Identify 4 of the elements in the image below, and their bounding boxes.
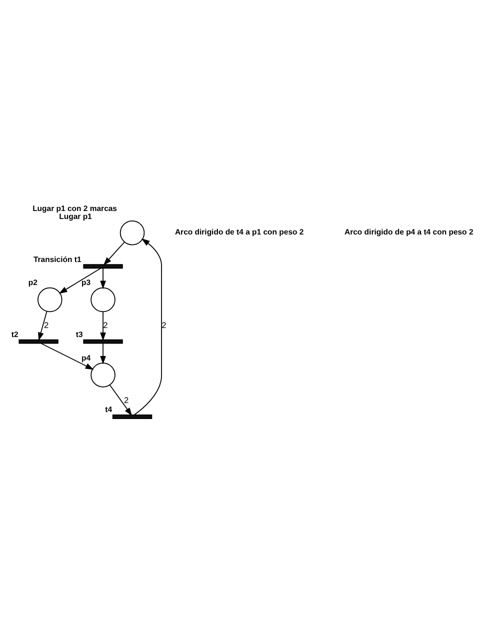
edge-label: 2 [123, 394, 128, 405]
edge-label: 2 [102, 319, 108, 330]
edge-label: 2 [43, 319, 48, 330]
edge-label: 2 [161, 319, 166, 330]
